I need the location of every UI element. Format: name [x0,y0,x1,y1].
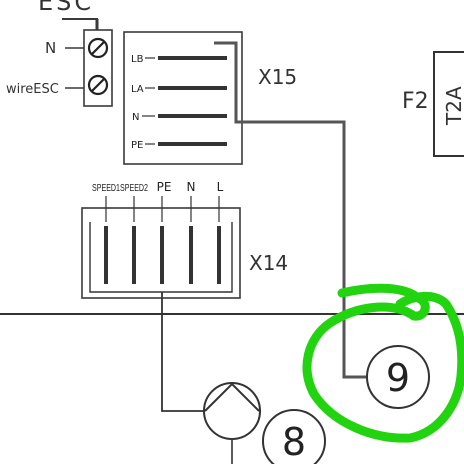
callout-8-number: 8 [282,420,306,464]
x14-pin-l: L [217,180,224,194]
screw-terminal-n [87,37,109,59]
x15-pin-n: N [132,112,139,123]
x15-pin-lb: LB [131,54,144,65]
wire-x14-to-pump [161,292,205,412]
fuse-label: F2 [402,89,429,114]
highlight-scribble [302,283,464,443]
callout-8: 8 [262,409,326,464]
terminal-label-n: N [45,39,56,57]
top-label: ESC [38,0,94,16]
fuse-rating: T2A [442,86,464,126]
callout-9: 9 [366,345,430,409]
x15-pin-pe: PE [131,140,143,151]
terminal-block-left: N wireESC [6,29,113,107]
x14-pin-speed2: SPEED2 [120,183,148,194]
x15-label: X15 [258,65,297,89]
connector-x14: SPEED1 SPEED2 PE N L X14 [81,180,288,299]
callout-9-number: 9 [386,356,410,400]
screw-terminal-wireesc [87,74,109,96]
x14-pin-pe: PE [157,180,172,194]
pump-icon [203,382,261,464]
x14-pin-speed1: SPEED1 [92,183,120,194]
wire-x15-to-9 [214,41,368,379]
x14-label: X14 [249,251,288,275]
x15-pin-la: LA [131,84,144,95]
terminal-label-wireesc: wireESC [6,82,59,97]
connector-x15: LB LA N PE X15 [123,31,297,165]
fuse-f2: F2 T2A [402,51,464,157]
x14-pin-n: N [187,180,196,194]
